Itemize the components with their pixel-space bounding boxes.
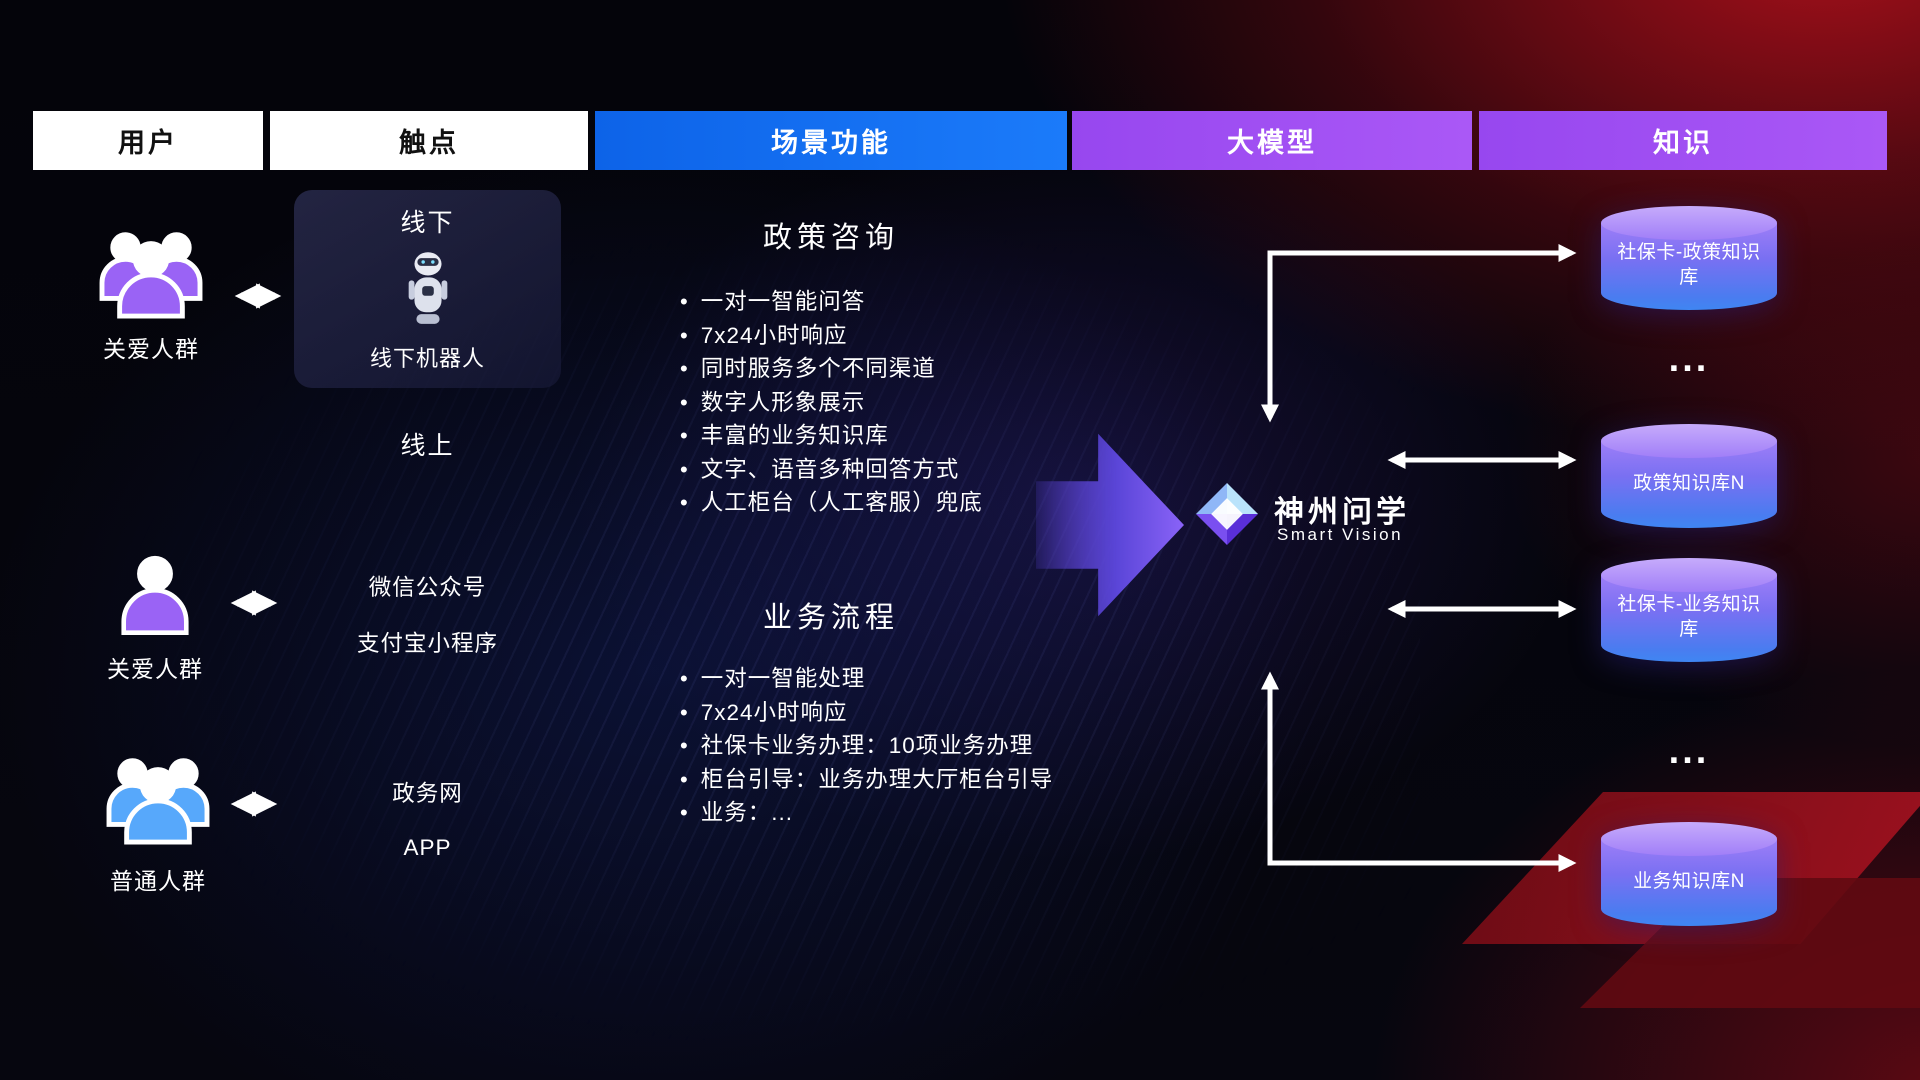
header-scenes: 场景功能 (595, 111, 1067, 170)
user-label: 关爱人群 (107, 656, 203, 682)
kb-cylinder-sscard-policy: 社保卡-政策知识库 (1601, 206, 1777, 310)
scene-bullet: 柜台引导：业务办理大厅柜台引导 (680, 768, 1053, 792)
scene-bullet: 一对一智能处理 (680, 667, 1053, 691)
channel-gov-web: 政务网 (392, 781, 463, 806)
user-group-care-2: 关爱人群 (70, 548, 240, 684)
kb-ellipsis: ... (1668, 338, 1710, 380)
scene-business-bullets: 一对一智能处理 7x24小时响应 社保卡业务办理：10项业务办理 柜台引导：业务… (680, 667, 1053, 825)
channel-alipay: 支付宝小程序 (356, 631, 498, 656)
scene-bullet: 业务：... (680, 801, 1053, 825)
brand-subtitle: Smart Vision (1277, 525, 1404, 544)
header-model: 大模型 (1072, 111, 1472, 170)
group-users-icon (106, 758, 210, 845)
channel-wechat: 微信公众号 (368, 575, 487, 600)
online-title: 线上 (400, 432, 455, 460)
robot-icon (408, 252, 447, 324)
user-group-care-1: 关爱人群 (66, 222, 236, 364)
scene-bullet: 文字、语音多种回答方式 (680, 458, 983, 482)
user-label: 普通人群 (110, 868, 206, 894)
offline-title: 线下 (400, 209, 455, 237)
scene-bullet: 一对一智能问答 (680, 290, 983, 314)
scene-policy-bullets: 一对一智能问答 7x24小时响应 同时服务多个不同渠道 数字人形象展示 丰富的业… (680, 290, 983, 515)
header-touchpoints: 触点 (270, 111, 588, 170)
kb-cylinder-business-n: 业务知识库N (1601, 822, 1777, 926)
scene-bullet: 社保卡业务办理：10项业务办理 (680, 734, 1053, 758)
kb-label: 社保卡-业务知识库 (1617, 594, 1761, 640)
scene-bullet: 丰富的业务知识库 (680, 424, 983, 448)
kb-label: 政策知识库N (1633, 472, 1745, 494)
user-label: 关爱人群 (103, 336, 199, 362)
user-group-general: 普通人群 (73, 748, 243, 896)
kb-ellipsis: ... (1668, 730, 1710, 772)
database-icon-top (1601, 822, 1777, 856)
scene-title-policy: 政策咨询 (762, 222, 899, 254)
database-icon-top (1601, 206, 1777, 240)
database-icon-top (1601, 558, 1777, 592)
group-users-icon (99, 232, 203, 319)
kb-label: 社保卡-政策知识库 (1617, 242, 1761, 288)
kb-cylinder-policy-n: 政策知识库N (1601, 424, 1777, 528)
offline-robot-label: 线下机器人 (369, 346, 485, 371)
scene-bullet: 7x24小时响应 (680, 324, 983, 348)
scene-title-business: 业务流程 (762, 602, 899, 634)
kb-label: 业务知识库N (1633, 870, 1745, 892)
brand-gem-icon (1195, 482, 1259, 546)
scene-bullet: 同时服务多个不同渠道 (680, 357, 983, 381)
kb-cylinder-sscard-business: 社保卡-业务知识库 (1601, 558, 1777, 662)
database-icon-top (1601, 424, 1777, 458)
single-user-icon (121, 555, 189, 635)
header-knowledge: 知识 (1479, 111, 1887, 170)
scene-bullet: 数字人形象展示 (680, 391, 983, 415)
channel-app: APP (403, 835, 452, 860)
brand-name: 神州问学 (1274, 496, 1410, 529)
header-users: 用户 (33, 111, 263, 170)
offline-touchpoint-panel: 线下 线下机器人 (294, 190, 561, 388)
scene-bullet: 人工柜台（人工客服）兜底 (680, 491, 983, 515)
scene-bullet: 7x24小时响应 (680, 701, 1053, 725)
